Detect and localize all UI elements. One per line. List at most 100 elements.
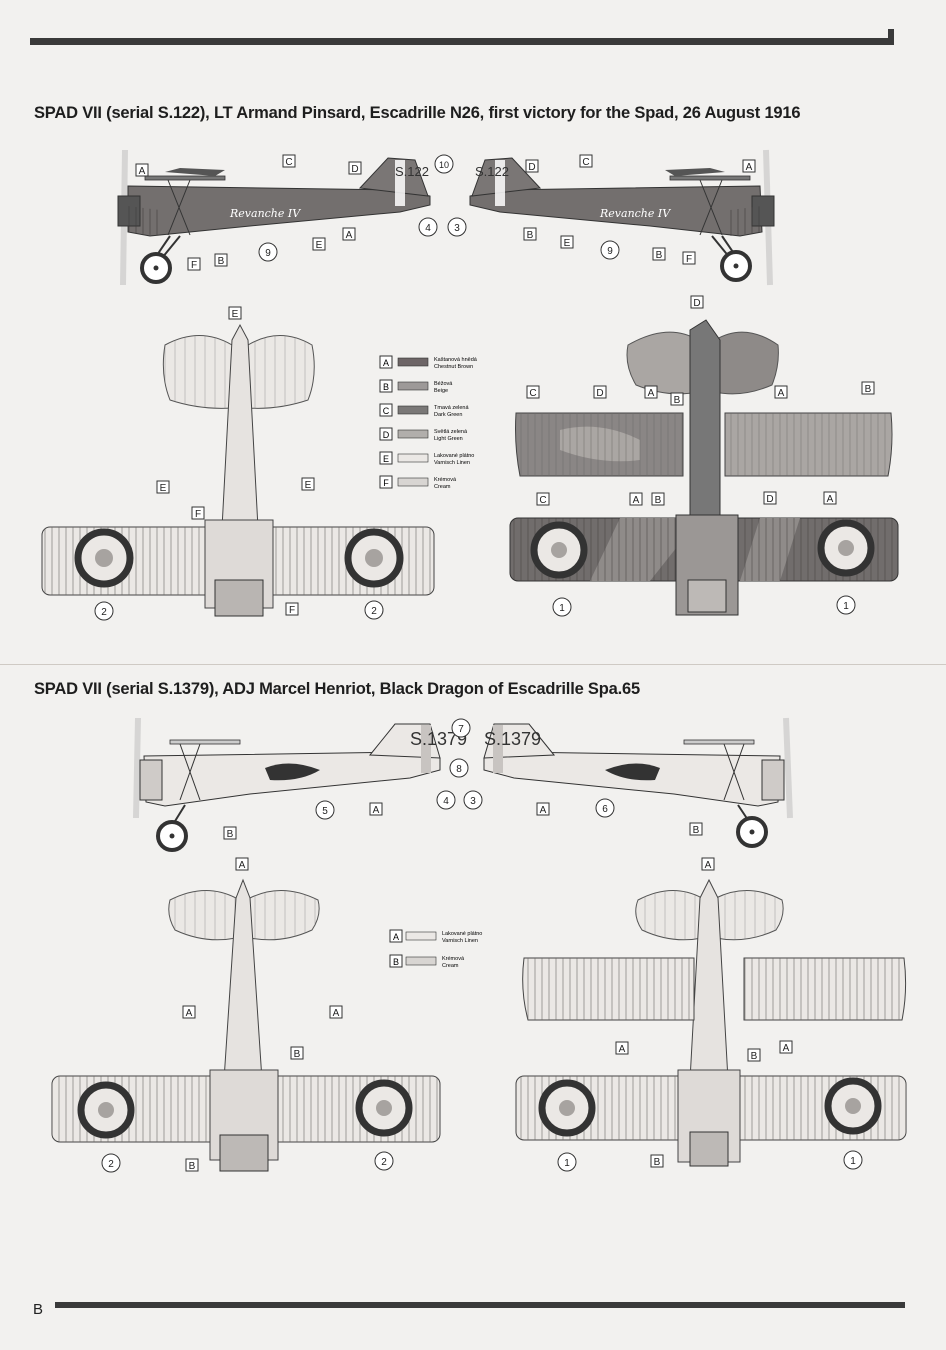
callout-box: A (615, 1041, 629, 1055)
callout-box: B (290, 1046, 304, 1060)
svg-text:1: 1 (850, 1156, 856, 1167)
svg-text:Cream: Cream (442, 963, 459, 969)
s1-legend-row-d: D Světlá zelená Light Green (379, 427, 468, 442)
svg-text:B: B (655, 495, 662, 506)
svg-text:B: B (393, 957, 399, 967)
callout-circle: 1 (843, 1150, 863, 1170)
svg-text:A: A (648, 388, 655, 399)
svg-text:1: 1 (843, 601, 849, 612)
svg-text:1: 1 (559, 603, 565, 614)
s2-side-view-left: S.1379 (133, 717, 467, 852)
s1-legend-row-b: B Béžová Beige (379, 379, 453, 394)
callout-box: A (701, 857, 715, 871)
callout-circle: 5 (315, 800, 335, 820)
callout-box: A (536, 802, 550, 816)
callout-box: A (369, 802, 383, 816)
callout-box: A (779, 1040, 793, 1054)
s2-serial-left: S.1379 (410, 729, 467, 749)
fold-line (0, 664, 946, 665)
svg-text:E: E (383, 454, 389, 464)
callout-box: A (823, 491, 837, 505)
callout-box: B (523, 227, 537, 241)
svg-text:10: 10 (439, 160, 449, 170)
callout-circle: 1 (552, 597, 572, 617)
svg-text:A: A (783, 1043, 790, 1054)
svg-text:B: B (656, 250, 663, 261)
s2-plan-view-left (51, 878, 441, 1172)
svg-text:E: E (564, 238, 571, 249)
svg-text:A: A (746, 162, 753, 173)
callout-box: B (861, 381, 875, 395)
svg-text:Krémová: Krémová (442, 956, 465, 962)
svg-text:A: A (778, 388, 785, 399)
svg-text:Varnisch Linen: Varnisch Linen (434, 460, 470, 466)
svg-text:7: 7 (458, 724, 464, 735)
callout-box: B (652, 247, 666, 261)
svg-text:F: F (686, 254, 692, 265)
section2-title: SPAD VII (serial S.1379), ADJ Marcel Hen… (34, 680, 640, 698)
svg-text:B: B (674, 395, 681, 406)
svg-text:Krémová: Krémová (434, 477, 457, 483)
svg-text:A: A (239, 860, 246, 871)
svg-text:D: D (766, 494, 773, 505)
svg-text:Dark Green: Dark Green (434, 412, 462, 418)
callout-circle: 4 (436, 790, 456, 810)
s1-legend-row-c: C Tmavá zelená Dark Green (379, 403, 469, 418)
svg-text:Světlá zelená: Světlá zelená (434, 429, 468, 435)
svg-text:B: B (751, 1051, 758, 1062)
svg-text:E: E (232, 309, 239, 320)
svg-text:5: 5 (322, 806, 328, 817)
svg-text:C: C (582, 157, 589, 168)
svg-text:Varnisch Linen: Varnisch Linen (442, 938, 478, 944)
s1-legend-row-f: F Krémová Cream (379, 475, 457, 490)
callout-circle: 7 (451, 718, 471, 738)
svg-text:3: 3 (470, 796, 476, 807)
callout-box: D (690, 295, 704, 309)
svg-text:D: D (383, 430, 390, 440)
callout-box: E (312, 237, 326, 251)
s2-callouts: A B A B A A A A B B A B A B 7 8 4 3 5 6 … (101, 718, 863, 1173)
s1-side-view-right: Revanche IV S.122 (469, 149, 775, 286)
svg-text:D: D (693, 298, 700, 309)
callout-box: A (329, 1005, 343, 1019)
top-rule (30, 38, 892, 45)
svg-text:Tmavá zelená: Tmavá zelená (434, 405, 469, 411)
svg-text:C: C (285, 157, 292, 168)
callout-circle: 10 (434, 154, 454, 174)
svg-text:D: D (528, 162, 535, 173)
callout-box: A (182, 1005, 196, 1019)
callout-box: D (763, 491, 777, 505)
callout-box: D (525, 159, 539, 173)
svg-text:B: B (693, 825, 700, 836)
s1-side-view-left: Revanche IV S.122 (117, 149, 431, 286)
callout-box: E (228, 306, 242, 320)
svg-text:Lakované plátno: Lakované plátno (442, 931, 482, 937)
s1-callouts: A C D F B E A D C A B E B F E E E F F D … (94, 154, 875, 621)
callout-box: A (629, 492, 643, 506)
callout-box: F (285, 602, 299, 616)
svg-text:3: 3 (454, 223, 460, 234)
callout-box: B (223, 826, 237, 840)
s1-color-legend: A Kaštanová hnědá Chestnut Brown B Béžov… (379, 355, 478, 490)
bottom-rule (55, 1302, 905, 1308)
callout-circle: 9 (600, 240, 620, 260)
callout-circle: 4 (418, 217, 438, 237)
callout-box: B (651, 492, 665, 506)
callout-box: C (282, 154, 296, 168)
callout-box: A (342, 227, 356, 241)
callout-box: B (185, 1158, 199, 1172)
svg-text:C: C (539, 495, 546, 506)
svg-text:A: A (827, 494, 834, 505)
s1-serial-right: S.122 (475, 164, 509, 179)
svg-text:C: C (529, 388, 536, 399)
callout-box: A (135, 163, 149, 177)
callout-circle: 3 (463, 790, 483, 810)
svg-text:1: 1 (564, 1158, 570, 1169)
callout-box: B (747, 1048, 761, 1062)
s2-legend-row-a: A Lakované plátno Varnisch Linen (389, 929, 482, 944)
svg-text:B: B (527, 230, 534, 241)
svg-text:Beige: Beige (434, 388, 448, 394)
svg-text:9: 9 (607, 246, 613, 257)
callout-box: D (348, 161, 362, 175)
callout-circle: 2 (94, 601, 114, 621)
